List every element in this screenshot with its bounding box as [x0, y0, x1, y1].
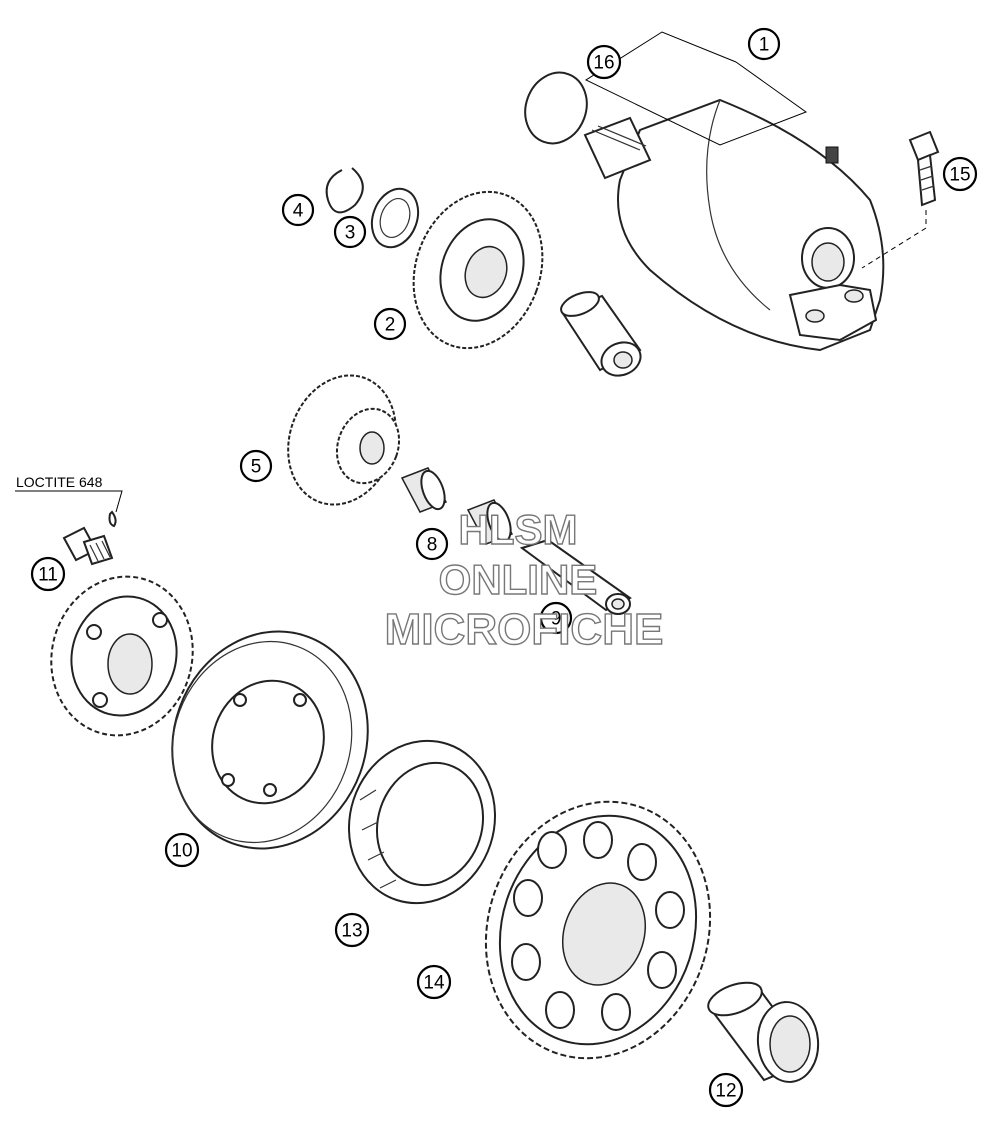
- svg-text:12: 12: [715, 1081, 736, 1102]
- needle-bearing: [400, 467, 448, 513]
- circlip: [325, 167, 364, 214]
- freewheel: [347, 739, 497, 905]
- callout-12: 12: [708, 1072, 744, 1108]
- pin: [519, 538, 632, 615]
- screw: [62, 510, 117, 566]
- svg-text:ONLINE: ONLINE: [439, 556, 598, 603]
- callout-10: 10: [164, 832, 200, 868]
- svg-text:MICROFICHE: MICROFICHE: [385, 605, 664, 654]
- torque-limiter-housing: [171, 630, 369, 850]
- svg-text:4: 4: [293, 201, 304, 222]
- svg-text:10: 10: [171, 841, 192, 862]
- svg-text:15: 15: [949, 165, 970, 186]
- svg-text:1: 1: [759, 35, 770, 56]
- svg-text:14: 14: [423, 973, 445, 994]
- primary-gear: [50, 575, 194, 737]
- svg-text:9: 9: [551, 609, 562, 630]
- callout-8: 8: [415, 527, 449, 561]
- callout-11: 11: [30, 556, 66, 592]
- needle-bearing-2: [466, 499, 514, 545]
- needle-sleeve: [707, 981, 820, 1083]
- svg-text:16: 16: [593, 53, 614, 74]
- intermediate-gear: [412, 190, 544, 350]
- svg-text:3: 3: [345, 223, 356, 244]
- loctite-leader: [15, 490, 123, 513]
- o-ring: [524, 71, 588, 145]
- svg-text:HLSM: HLSM: [459, 506, 578, 553]
- callout-2: 2: [373, 307, 407, 341]
- callout-9: 9: [539, 601, 573, 635]
- callout-4: 4: [281, 193, 315, 227]
- callout-1: 1: [747, 27, 781, 61]
- shaft-sleeve: [560, 291, 642, 377]
- starter-gear: [484, 800, 712, 1060]
- double-gear: [287, 374, 401, 506]
- callout-16: 16: [586, 44, 622, 80]
- svg-text:11: 11: [38, 565, 58, 586]
- washer: [370, 187, 420, 249]
- svg-text:2: 2: [385, 315, 396, 336]
- starter-motor: [583, 98, 885, 352]
- bolt: [908, 130, 940, 207]
- svg-text:8: 8: [427, 535, 438, 556]
- callout-3: 3: [333, 215, 367, 249]
- callout-5: 5: [239, 449, 273, 483]
- loctite-note: LOCTITE 648: [16, 474, 103, 490]
- bracket-leader: [584, 31, 808, 146]
- svg-text:5: 5: [251, 457, 262, 478]
- callout-15: 15: [942, 156, 978, 192]
- watermark: HLSM ONLINE MICROFICHE: [384, 505, 664, 654]
- svg-text:13: 13: [341, 921, 362, 942]
- callout-13: 13: [334, 912, 370, 948]
- callout-14: 14: [416, 964, 452, 1000]
